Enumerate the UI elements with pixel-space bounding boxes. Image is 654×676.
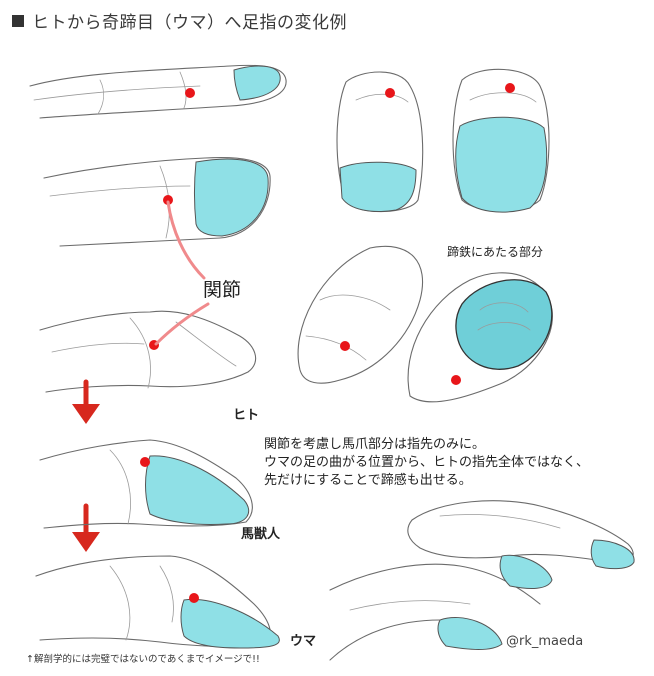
author-credit: @rk_maeda [506,634,584,649]
toe-top-view [297,245,424,384]
footnote: ↑解剖学的には完璧ではないのであくまでイメージで!! [26,654,260,665]
finger-beastman [39,439,253,529]
foot-beast-full [329,500,635,661]
horse-label: ウマ [290,634,317,649]
finger-human-second [43,157,271,247]
down-arrow-1 [72,379,100,424]
description: 関節を考慮し馬爪部分は指先のみに。 ウマの足の曲がる位置から、ヒトの指先全体では… [264,436,589,490]
finger-horse [35,555,280,649]
description-line: 先だけにすることで蹄感も出せる。 [264,473,472,488]
finger-front-view-left [336,71,424,213]
down-arrow-2 [72,503,100,552]
square-bullet-icon [12,15,24,27]
page-title: ヒトから奇蹄目（ウマ）へ足指の変化例 [12,8,347,33]
hoof-iron-label: 蹄鉄にあたる部分 [447,245,544,259]
finger-front-view-right [452,68,550,213]
beastman-label: 馬獣人 [241,527,281,542]
description-line: 関節を考慮し馬爪部分は指先のみに。 [264,437,486,452]
joint-label: 関節 [203,279,242,301]
description-line: ウマの足の曲がる位置から、ヒトの指先全体ではなく、 [264,455,590,470]
human-label: ヒト [233,408,260,423]
finger-human-top [29,64,287,119]
finger-human-bent [39,310,257,393]
toe-hoof-view [407,272,553,403]
